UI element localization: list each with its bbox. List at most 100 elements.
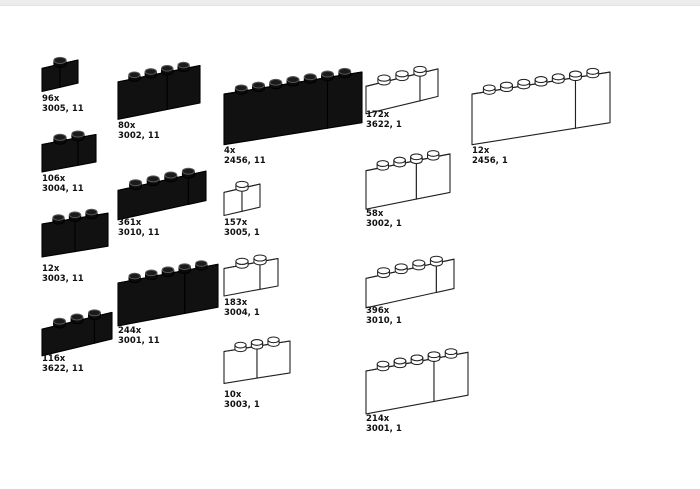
stud — [253, 254, 267, 266]
brick-body — [117, 170, 207, 221]
brick-caption: 116x 3622, 11 — [42, 354, 84, 374]
brick-studs — [129, 167, 195, 191]
brick-caption: 80x 3002, 11 — [118, 121, 160, 141]
brick-3001-white-icon — [365, 348, 469, 415]
stud — [413, 65, 427, 77]
brick-part-number: 3622, 1 — [366, 120, 402, 130]
brick-part-number: 3002, 1 — [366, 219, 402, 229]
brick-part-number: 3003, 11 — [42, 274, 84, 284]
stud — [161, 266, 175, 277]
stud — [164, 171, 178, 183]
stud — [128, 272, 141, 284]
stud — [145, 269, 158, 281]
brick-caption: 396x 3010, 1 — [366, 306, 402, 326]
stud — [53, 56, 67, 68]
brick-studs — [235, 180, 249, 192]
stud — [395, 70, 409, 82]
stud — [195, 260, 208, 271]
stud — [426, 150, 440, 161]
brick-3010-black-icon — [117, 167, 207, 221]
brick-count: 172x — [366, 110, 390, 120]
brick-part-number: 3005, 11 — [42, 104, 84, 114]
brick-count: 80x — [118, 121, 136, 131]
stud — [252, 81, 265, 93]
brick-count: 96x — [42, 94, 60, 104]
stud — [393, 156, 406, 168]
brick-part-number: 3004, 1 — [224, 308, 260, 318]
brick-3003-white-icon — [223, 336, 291, 384]
brick-3002-black-icon — [117, 61, 201, 120]
brick-part-number: 3001, 11 — [118, 336, 160, 346]
brick-part-number: 3622, 11 — [42, 364, 84, 374]
stud — [410, 153, 423, 164]
stud — [129, 179, 143, 191]
brick-studs — [53, 309, 101, 329]
stud — [144, 68, 157, 79]
stud — [53, 133, 67, 145]
brick-studs — [53, 56, 67, 68]
stud — [376, 160, 390, 171]
stud — [235, 180, 249, 192]
stud — [70, 313, 84, 325]
brick-2456-white-icon — [471, 67, 611, 146]
brick-studs — [482, 67, 600, 95]
stud — [286, 76, 300, 87]
stud — [376, 360, 390, 372]
brick-part-number: 3010, 1 — [366, 316, 402, 326]
brick-studs — [52, 208, 98, 225]
brick-studs — [376, 150, 440, 171]
brick-count: 12x — [472, 146, 490, 156]
brick-body — [41, 212, 109, 258]
brick-part-number: 3005, 1 — [224, 228, 260, 238]
stud — [429, 255, 443, 267]
brick-part-number: 2456, 1 — [472, 156, 508, 166]
brick-part-number: 2456, 11 — [224, 156, 266, 166]
stud — [128, 71, 141, 82]
brick-caption: 96x 3005, 11 — [42, 94, 84, 114]
stud — [181, 167, 195, 179]
brick-count: 244x — [118, 326, 142, 336]
stud — [234, 84, 248, 95]
page-top-border — [0, 0, 700, 6]
brick-part-number: 3001, 1 — [366, 424, 402, 434]
stud — [52, 214, 65, 225]
stud — [146, 175, 160, 187]
stud — [85, 208, 98, 220]
brick-caption: 244x 3001, 11 — [118, 326, 160, 346]
brick-count: 361x — [118, 218, 142, 228]
brick-studs — [377, 65, 427, 86]
stud — [377, 74, 391, 86]
stud — [569, 70, 582, 82]
stud — [394, 263, 408, 275]
brick-part-number: 3003, 1 — [224, 400, 260, 410]
stud — [88, 309, 101, 321]
brick-caption: 10x 3003, 1 — [224, 390, 260, 410]
brick-count: 12x — [42, 264, 60, 274]
stud — [303, 73, 317, 84]
stud — [427, 351, 441, 362]
brick-caption: 12x 2456, 1 — [472, 146, 508, 166]
stud — [551, 73, 565, 84]
brick-3001-black-icon — [117, 260, 219, 327]
brick-count: 396x — [366, 306, 390, 316]
brick-3002-white-icon — [365, 150, 451, 210]
brick-3004-black-icon — [41, 130, 97, 173]
stud — [500, 81, 513, 93]
stud — [269, 78, 283, 90]
stud — [517, 78, 531, 90]
stud — [393, 357, 407, 369]
stud — [267, 336, 280, 347]
stud — [53, 317, 66, 329]
brick-studs — [128, 260, 208, 284]
brick-caption: 214x 3001, 1 — [366, 414, 402, 434]
stud — [482, 84, 496, 95]
brick-caption: 58x 3002, 1 — [366, 209, 402, 229]
brick-studs — [376, 348, 458, 372]
stud — [235, 257, 249, 269]
brick-caption: 12x 3003, 11 — [42, 264, 84, 284]
brick-body — [365, 258, 455, 309]
brick-part-number: 3004, 11 — [42, 184, 84, 194]
stud — [177, 61, 190, 73]
stud — [586, 67, 600, 79]
